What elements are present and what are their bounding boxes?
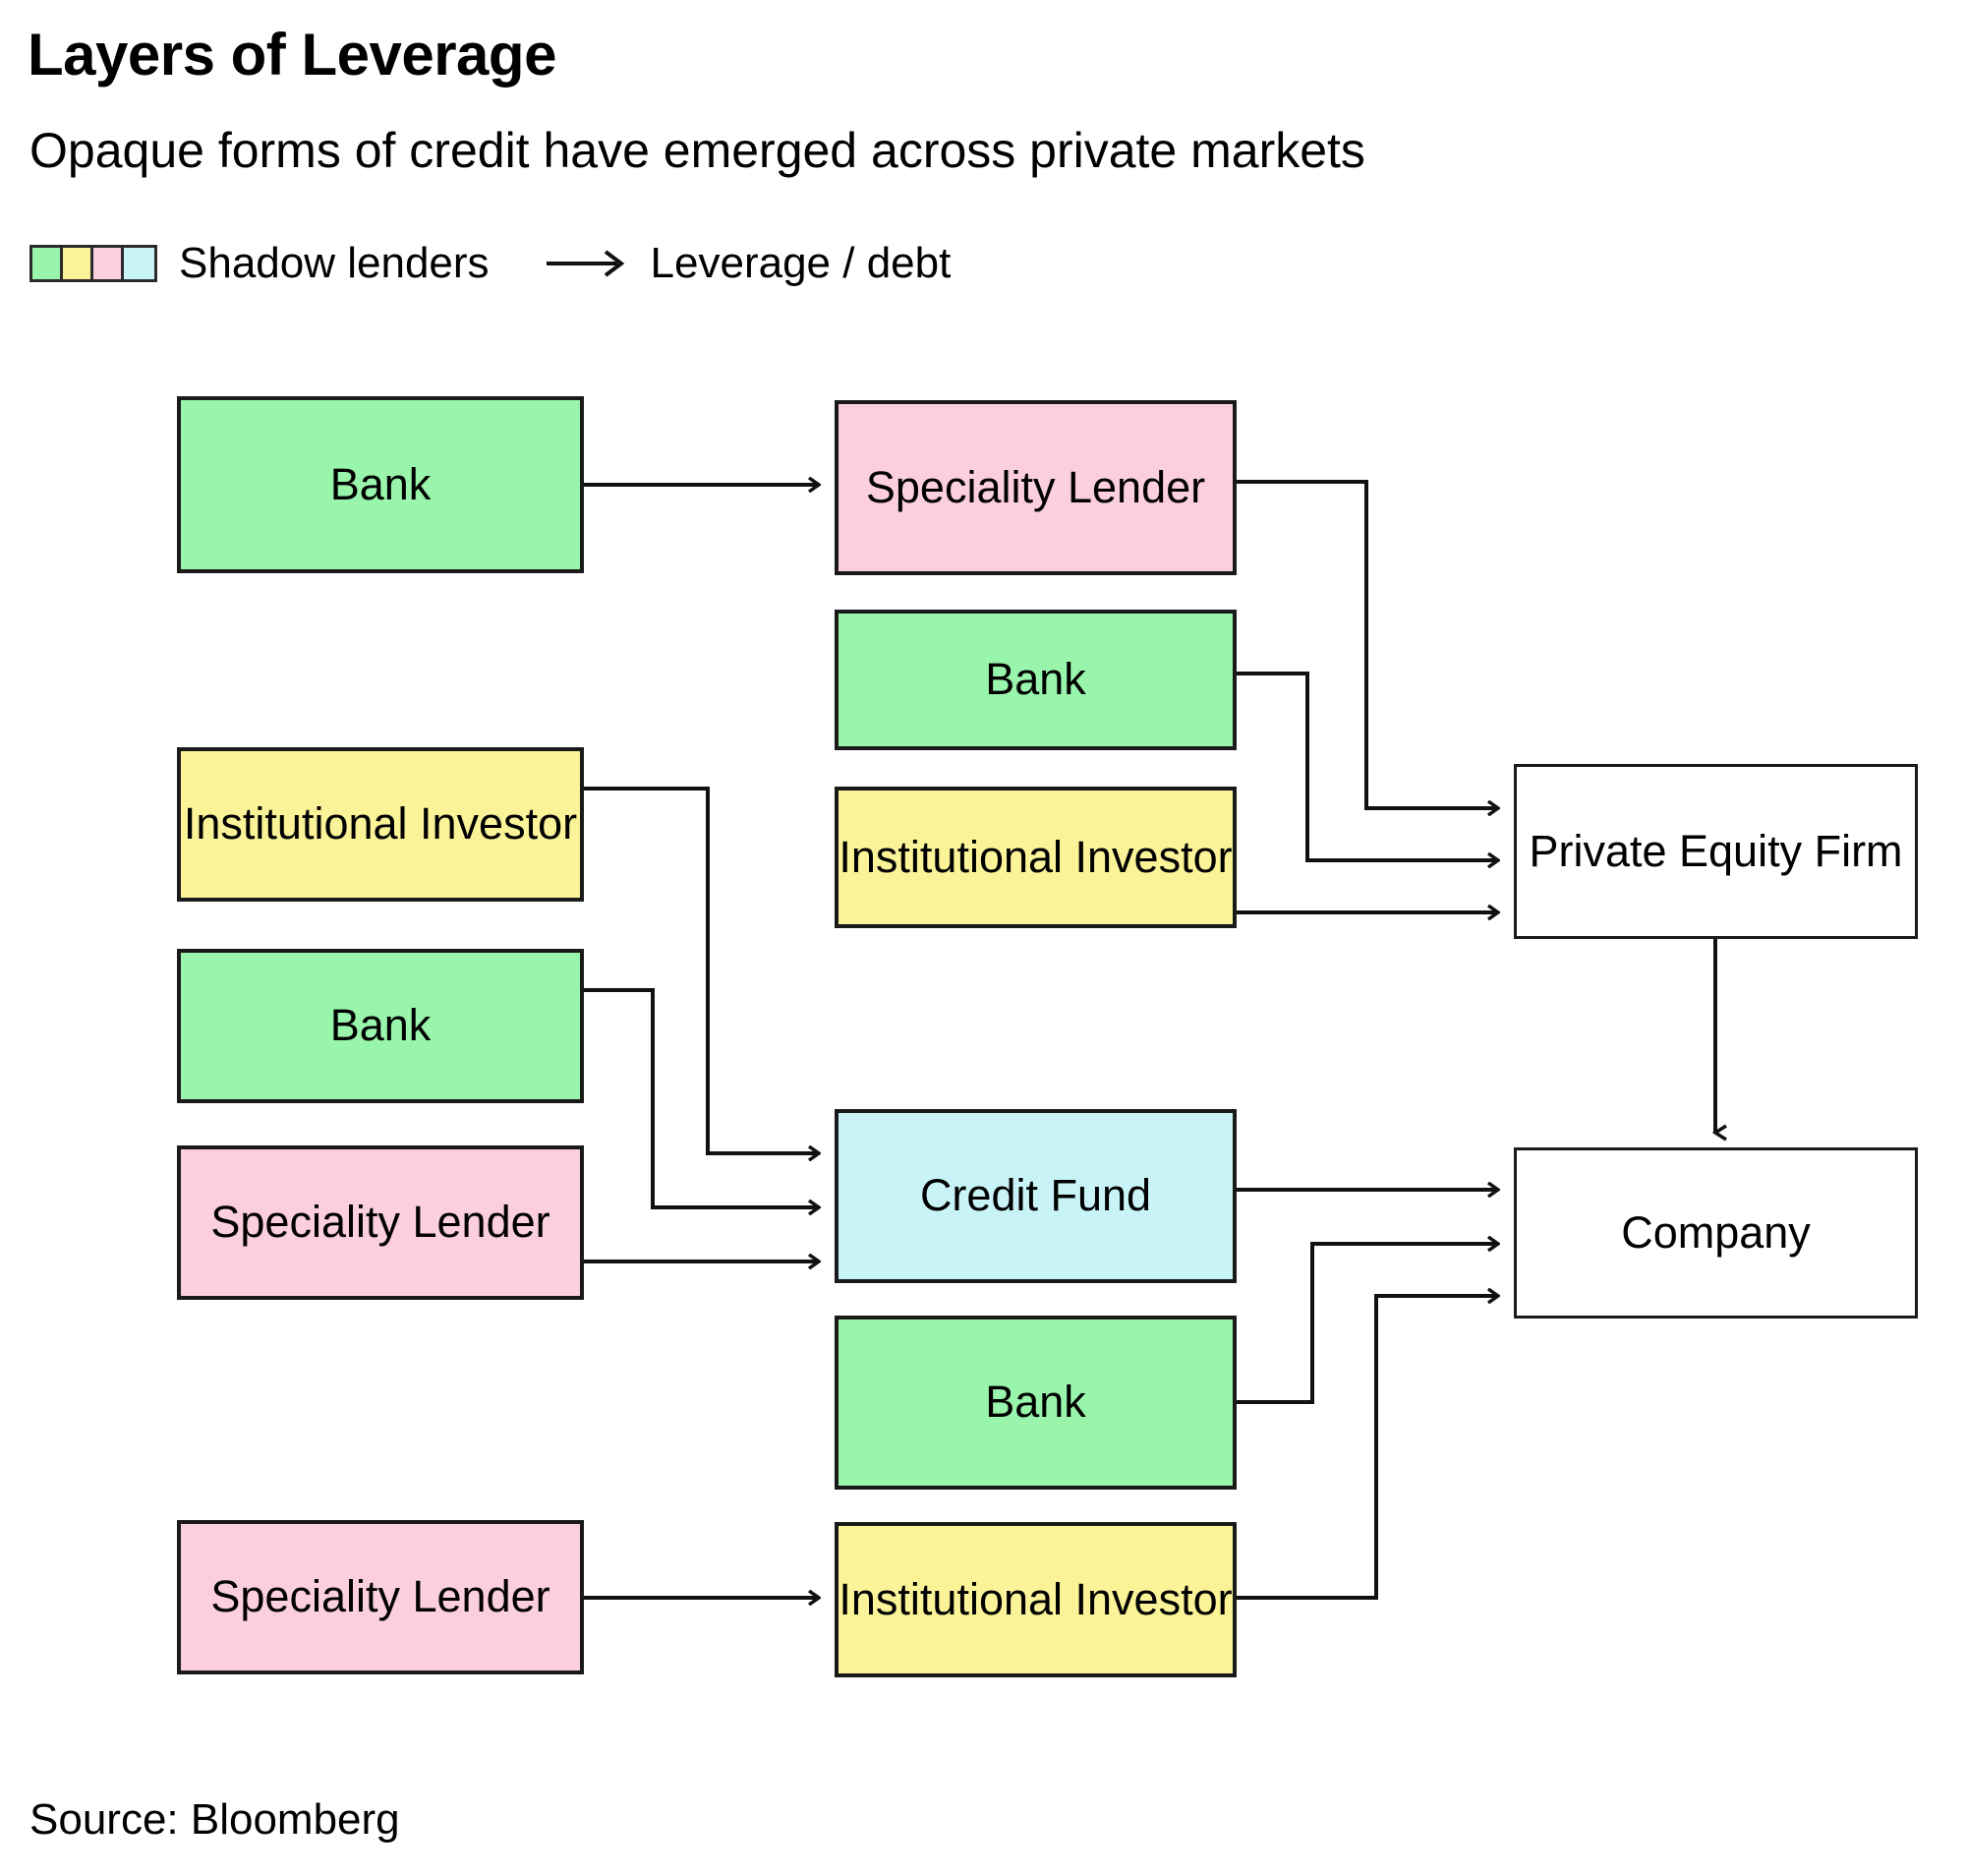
right-arrow-icon <box>545 247 629 280</box>
legend-swatch-speciality-lender <box>93 248 124 279</box>
node-institutional-investor-1[interactable]: Institutional Investor <box>177 747 584 902</box>
legend-swatch-institutional-investor <box>63 248 93 279</box>
node-bank-1[interactable]: Bank <box>177 396 584 573</box>
edge-bank-to-pe-firm <box>1237 672 1498 860</box>
node-label: Speciality Lender <box>210 1197 550 1248</box>
node-credit-fund[interactable]: Credit Fund <box>835 1109 1237 1283</box>
node-label: Institutional Investor <box>838 831 1233 882</box>
node-label: Company <box>1621 1206 1811 1258</box>
flow-diagram: Bank Institutional Investor Bank Special… <box>0 324 1966 1721</box>
node-speciality-lender-1[interactable]: Speciality Lender <box>177 1145 584 1300</box>
legend-swatch-credit-fund <box>124 248 154 279</box>
node-label: Institutional Investor <box>183 798 578 850</box>
node-bank-2[interactable]: Bank <box>177 949 584 1103</box>
legend: Shadow lenders Leverage / debt <box>29 236 951 291</box>
edge-bank-to-credit-fund <box>584 988 819 1207</box>
node-bank-3[interactable]: Bank <box>835 610 1237 750</box>
page-subtitle: Opaque forms of credit have emerged acro… <box>29 123 1365 178</box>
edge-institutional-investor-to-company <box>1237 1296 1498 1600</box>
node-label: Bank <box>985 654 1086 705</box>
legend-swatch-bank <box>32 248 63 279</box>
node-speciality-lender-3[interactable]: Speciality Lender <box>835 400 1237 575</box>
node-institutional-investor-2[interactable]: Institutional Investor <box>835 787 1237 928</box>
node-private-equity-firm[interactable]: Private Equity Firm <box>1514 764 1918 939</box>
node-label: Private Equity Firm <box>1529 825 1903 876</box>
legend-leverage-debt-label: Leverage / debt <box>650 239 952 287</box>
page-title: Layers of Leverage <box>28 22 556 88</box>
source-note: Source: Bloomberg <box>29 1795 400 1844</box>
node-institutional-investor-3[interactable]: Institutional Investor <box>835 1522 1237 1677</box>
edge-bank-to-company <box>1237 1244 1498 1404</box>
node-bank-4[interactable]: Bank <box>835 1316 1237 1490</box>
node-speciality-lender-2[interactable]: Speciality Lender <box>177 1520 584 1674</box>
edge-speciality-lender-to-pe-firm <box>1237 480 1498 808</box>
legend-swatch-group <box>29 245 157 282</box>
node-label: Credit Fund <box>919 1170 1152 1221</box>
node-label: Speciality Lender <box>210 1571 550 1622</box>
legend-arrow-group: Leverage / debt <box>545 239 952 288</box>
node-label: Bank <box>329 458 432 509</box>
node-company[interactable]: Company <box>1514 1147 1918 1319</box>
diagram-edges <box>584 324 1966 1721</box>
node-label: Bank <box>329 1000 432 1051</box>
edge-institutional-investor-to-credit-fund <box>584 787 819 1153</box>
legend-shadow-lenders-label: Shadow lenders <box>179 239 490 287</box>
node-label: Institutional Investor <box>838 1573 1233 1624</box>
node-label: Bank <box>985 1377 1086 1428</box>
node-label: Speciality Lender <box>865 461 1206 512</box>
